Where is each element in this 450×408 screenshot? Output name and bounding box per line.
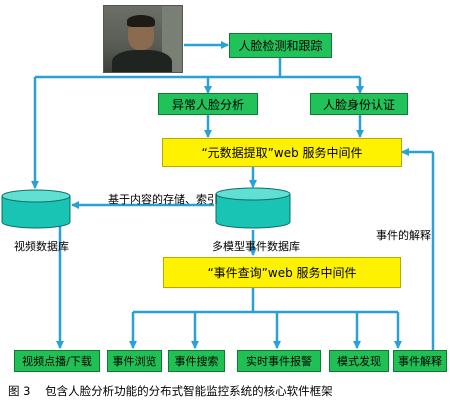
- face-photo: [103, 5, 183, 73]
- label-event-interpret: 事件的解释: [376, 229, 431, 242]
- node-event-interpret: 事件解释: [393, 350, 447, 372]
- node-face-tracking: 人脸检测和跟踪: [229, 33, 332, 58]
- label-video-db: 视频数据库: [14, 240, 69, 253]
- node-video-download: 视频点播/下载: [14, 350, 100, 372]
- node-event-query-middleware: “事件查询”web 服务中间件: [163, 257, 401, 288]
- node-pattern-discovery: 模式发现: [329, 350, 389, 372]
- node-event-search: 事件搜索: [168, 350, 225, 372]
- event-db-cylinder: [215, 187, 291, 229]
- node-realtime-alarm: 实时事件报警: [237, 350, 321, 372]
- label-event-db: 多模型事件数据库: [212, 240, 300, 253]
- video-db-cylinder: [1, 189, 71, 229]
- figure-caption: 图 3 包含人脸分析功能的分布式智能监控系统的核心软件框架: [8, 384, 333, 398]
- node-abnormal-face: 异常人脸分析: [158, 93, 258, 115]
- node-metadata-middleware: “元数据提取”web 服务中间件: [162, 138, 402, 167]
- label-content-storage: 基于内容的存储、索引: [108, 193, 218, 206]
- node-event-browse: 事件浏览: [107, 350, 162, 372]
- node-face-identity: 人脸身份认证: [310, 93, 408, 115]
